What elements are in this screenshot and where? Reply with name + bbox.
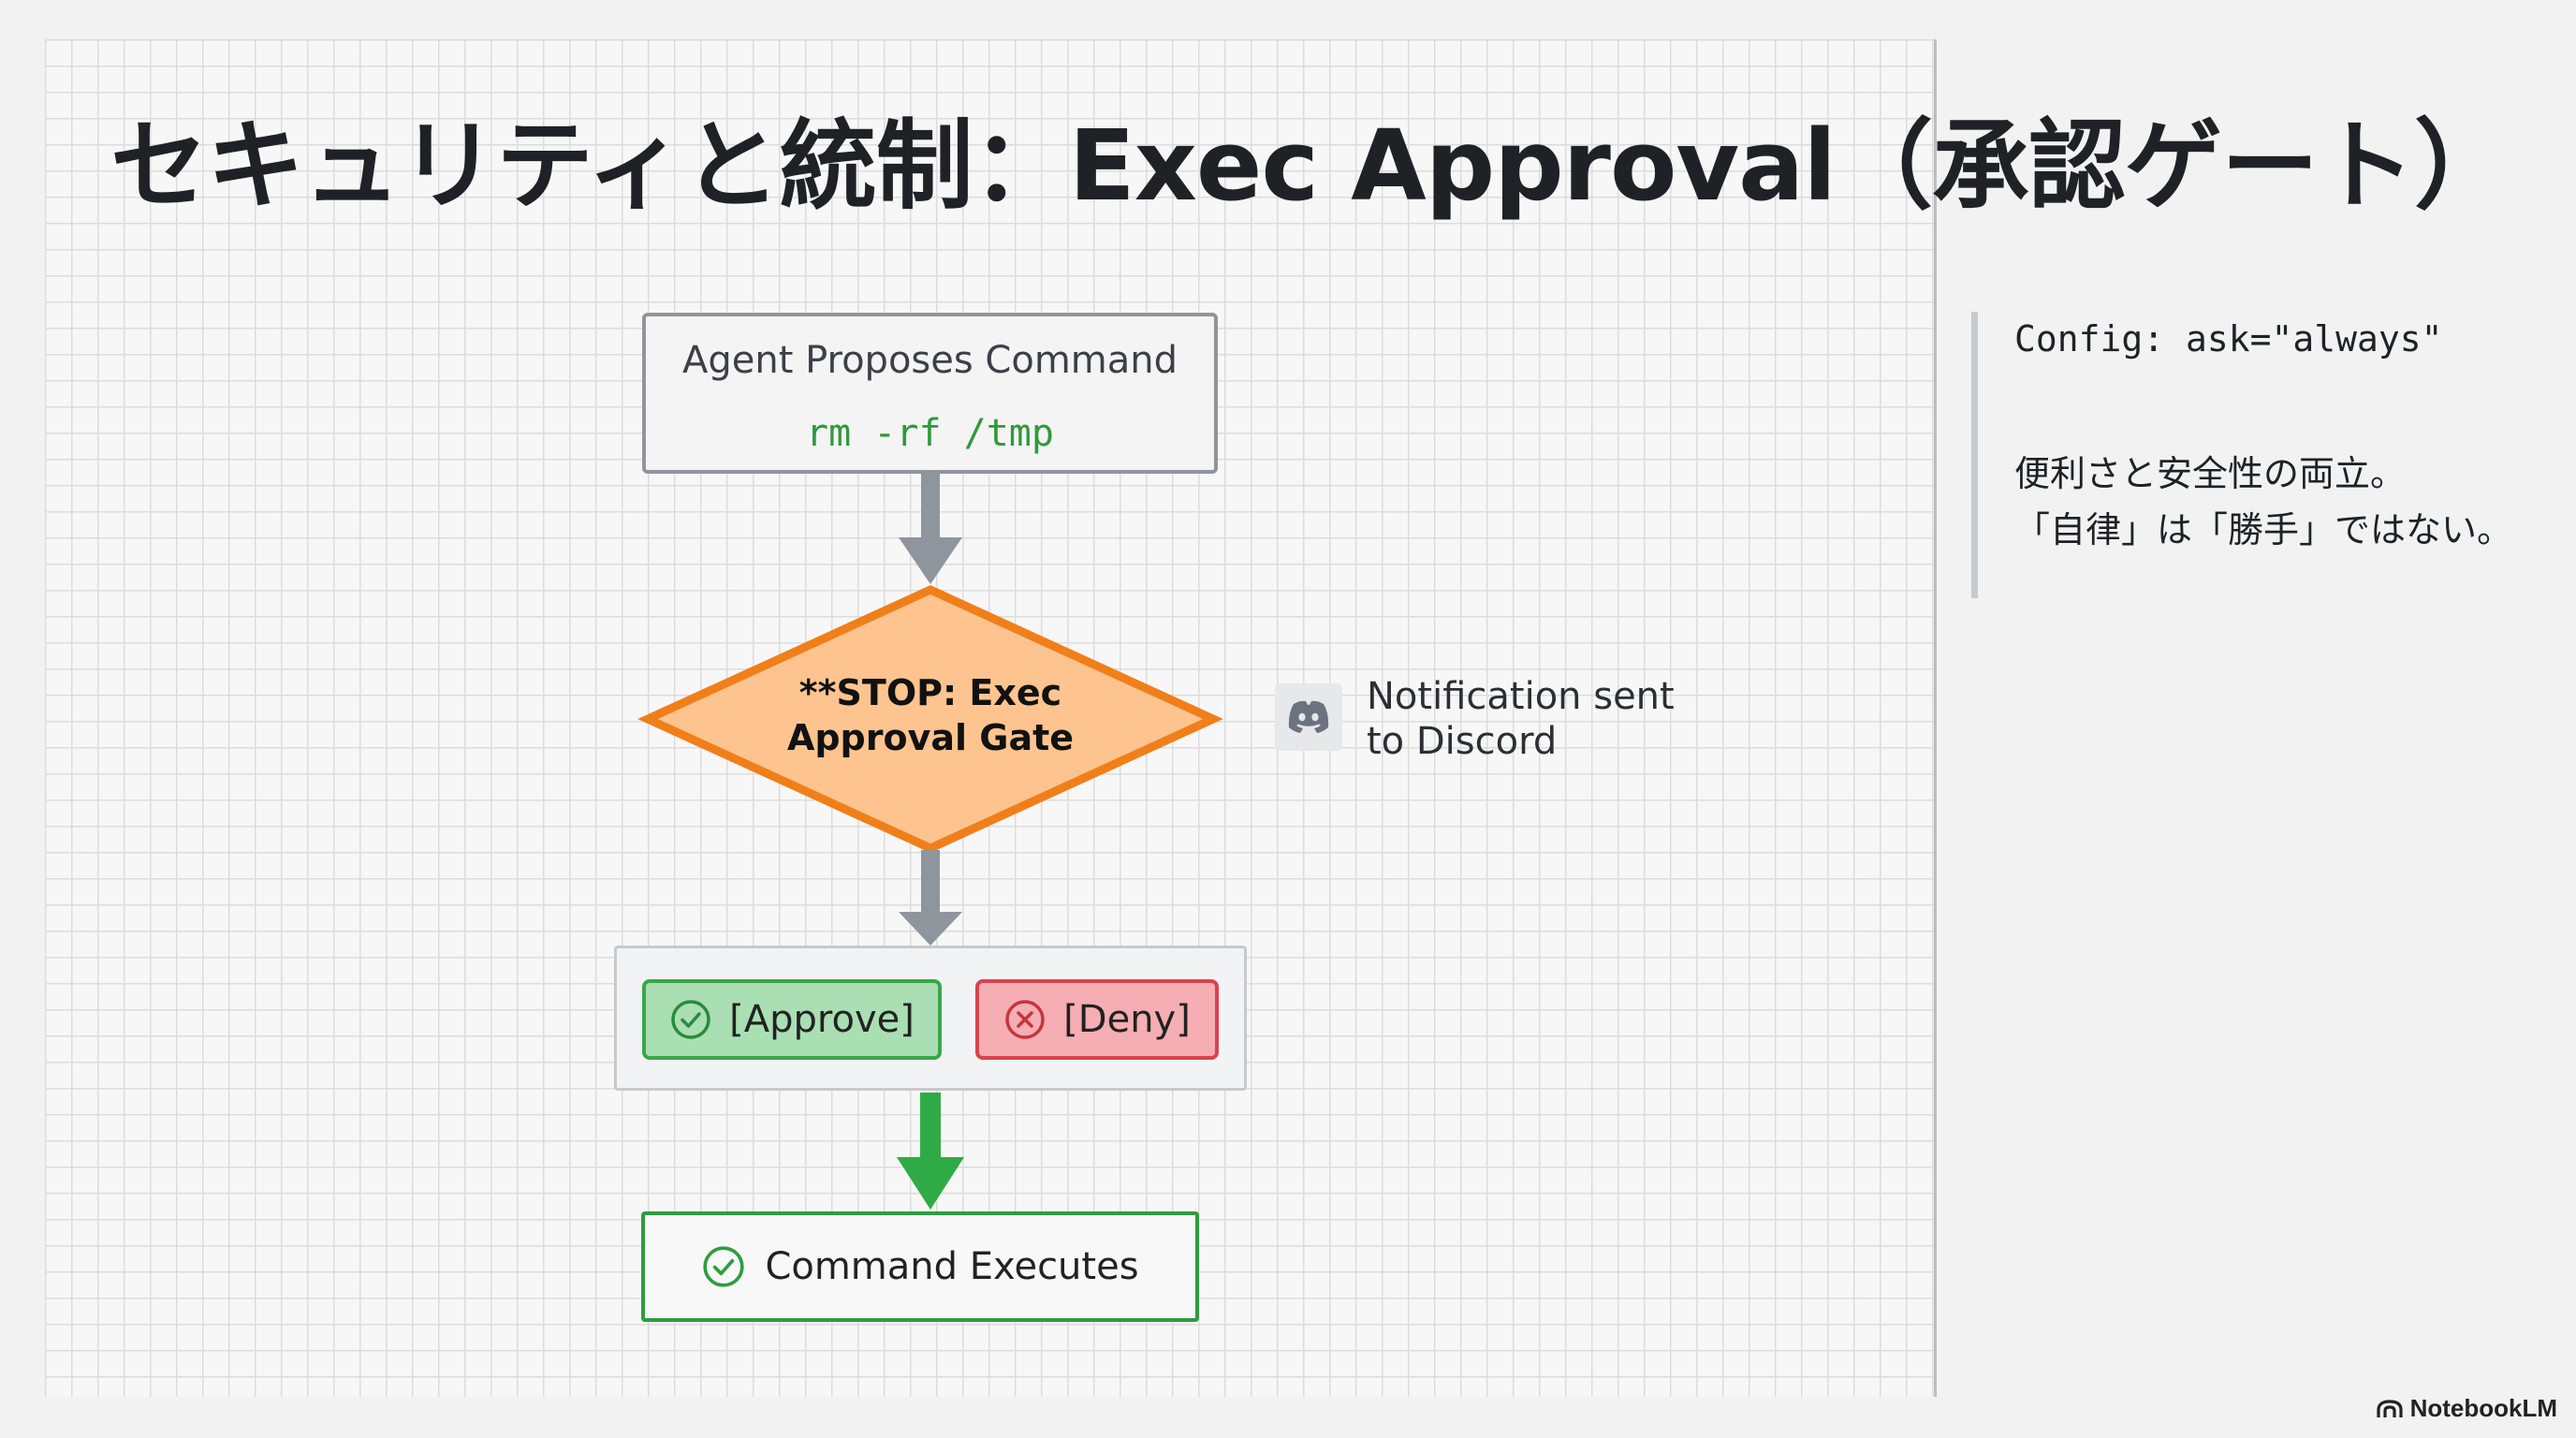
approval-gate-diamond [637, 585, 1223, 853]
side-note-line2: 「自律」は「勝手」ではない。 [2014, 509, 2513, 550]
approve-label: [Approve] [729, 998, 915, 1041]
notification-line1: Notification sent [1367, 675, 1675, 718]
x-circle-icon [1005, 1000, 1045, 1039]
notification-text: Notification sent to Discord [1367, 674, 1676, 764]
approve-button[interactable]: [Approve] [642, 979, 942, 1060]
proposed-command: rm -rf /tmp [806, 412, 1054, 455]
arrow-gate-to-decision [899, 850, 962, 946]
executes-label: Command Executes [765, 1245, 1139, 1288]
check-circle-icon [671, 1000, 710, 1039]
agent-proposes-node: Agent Proposes Command rm -rf /tmp [642, 313, 1218, 474]
side-note-divider [1971, 312, 1978, 598]
gate-label-line2: Approval Gate [786, 717, 1075, 758]
check-circle-icon [703, 1246, 745, 1287]
notebooklm-icon [2376, 1399, 2403, 1417]
command-executes-node: Command Executes [641, 1211, 1199, 1322]
side-note-line1: 便利さと安全性の両立。 [2014, 453, 2407, 494]
discord-icon [1275, 683, 1342, 751]
side-note: 便利さと安全性の両立。 「自律」は「勝手」ではない。 [2014, 446, 2539, 558]
slide-title: セキュリティと統制：Exec Approval（承認ゲート） [110, 109, 2511, 223]
approval-gate-label: **STOP: Exec Approval Gate [730, 670, 1131, 760]
brand-name: NotebookLM [2409, 1394, 2557, 1422]
propose-label: Agent Proposes Command [681, 339, 1178, 382]
arrow-propose-to-gate [899, 474, 962, 584]
arrow-approve-to-execute [897, 1093, 964, 1210]
notebooklm-logo: NotebookLM [2376, 1394, 2557, 1423]
deny-button[interactable]: [Deny] [975, 979, 1219, 1060]
notification-line2: to Discord [1367, 720, 1558, 763]
config-text: Config: ask="always" [2014, 318, 2443, 360]
gate-label-line1: **STOP: Exec [798, 672, 1062, 713]
deny-label: [Deny] [1063, 998, 1191, 1041]
